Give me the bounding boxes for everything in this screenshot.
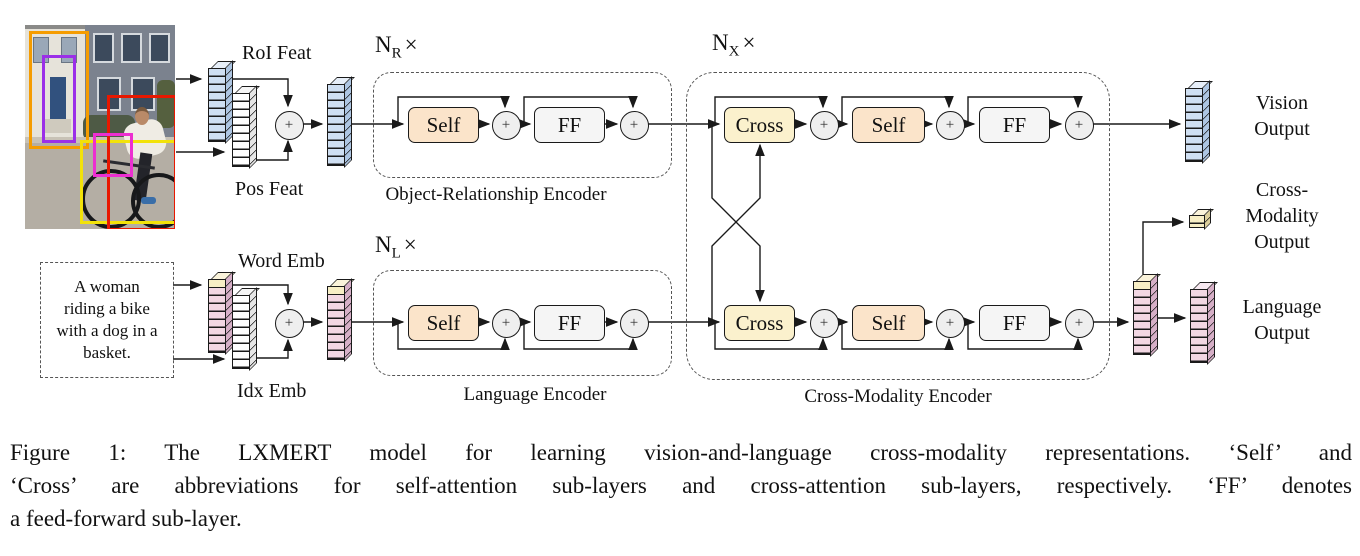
bbox-orange: [29, 31, 89, 149]
house-right-window: [149, 33, 170, 63]
word-embedding-vector: [208, 271, 236, 355]
bike-rear-wheel: [131, 173, 175, 229]
cme-bottom-ff-box: FF: [979, 305, 1050, 341]
op-label: FF: [557, 310, 582, 335]
roi-feat-label: RoI Feat: [242, 42, 312, 64]
ore-self-box: Self: [408, 107, 479, 143]
cross-modality-encoder-label: Cross-Modality Encoder: [804, 386, 992, 407]
ore-plus-1: +: [491, 110, 521, 140]
le-plus-1: +: [491, 308, 521, 338]
sentence-line: basket.: [83, 343, 131, 362]
op-label: Self: [871, 112, 906, 137]
op-label: FF: [1002, 112, 1027, 137]
ore-ff-box: FF: [534, 107, 605, 143]
vision-output-label: Vision Output: [1254, 92, 1310, 140]
op-label: Cross: [735, 112, 784, 137]
pos-feat-label: Pos Feat: [235, 178, 304, 200]
house-right-window: [93, 33, 114, 63]
house-left-door: [50, 77, 66, 119]
cme-bottom-plus-3: +: [1064, 308, 1094, 338]
cme-top-plus-3: +: [1064, 110, 1094, 140]
le-self-box: Self: [408, 305, 479, 341]
language-output-vector: [1190, 281, 1218, 365]
word-emb-label: Word Emb: [238, 250, 325, 272]
cme-top-self-box: Self: [852, 107, 925, 143]
house-right-window: [131, 77, 155, 111]
cross-modality-output-label: Cross- Modality Output: [1245, 179, 1319, 253]
cyclist-head: [135, 107, 149, 125]
tree: [157, 80, 175, 128]
vision-output-vector: [1185, 80, 1213, 164]
sentence-line: riding a bike: [64, 299, 150, 318]
object-relationship-encoder-box: [373, 72, 672, 178]
language-encoder-label: Language Encoder: [463, 384, 607, 405]
sentence-line: A woman: [74, 277, 140, 296]
figure-caption: Figure 1: The LXMERT model for learning …: [10, 436, 1352, 535]
le-plus-2: +: [619, 308, 649, 338]
language-merge-plus: +: [274, 308, 304, 338]
bbox-magenta: [93, 133, 133, 177]
input-photo: [25, 25, 175, 229]
idx-emb-label: Idx Emb: [237, 380, 307, 402]
input-sentence-box: A woman riding a bike with a dog in a ba…: [40, 262, 174, 378]
bbox-yellow: [80, 140, 175, 224]
cross-modality-feature-vector: [1133, 273, 1161, 357]
bbox-red: [107, 95, 175, 229]
cme-top-plus-2: +: [935, 110, 965, 140]
language-embedding-vector: [327, 278, 355, 362]
op-label: Self: [871, 310, 906, 335]
house-right-window: [121, 33, 142, 63]
cme-top-plus-1: +: [809, 110, 839, 140]
op-label: Self: [426, 310, 461, 335]
repeat-label-nx: NX×: [712, 30, 756, 60]
cross-modality-encoder-box: [686, 72, 1110, 380]
op-label: FF: [557, 112, 582, 137]
le-ff-box: FF: [534, 305, 605, 341]
language-encoder-box: [373, 270, 672, 376]
cme-top-cross-box: Cross: [724, 107, 795, 143]
vision-embedding-vector: [327, 76, 355, 168]
op-label: Self: [426, 112, 461, 137]
caption-line: ‘Cross’ are abbreviations for self-atten…: [10, 473, 1352, 498]
cme-bottom-plus-2: +: [935, 308, 965, 338]
cme-top-ff-box: FF: [979, 107, 1050, 143]
roi-feature-vector: [208, 60, 236, 144]
cme-bottom-cross-box: Cross: [724, 305, 795, 341]
language-output-label: Language Output: [1242, 296, 1322, 344]
pos-feature-vector: [232, 85, 260, 169]
sentence-line: with a dog in a: [56, 321, 158, 340]
idx-embedding-vector: [232, 287, 260, 371]
caption-line: a feed-forward sub-layer.: [10, 506, 242, 531]
bbox-purple: [42, 55, 76, 143]
house-left-steps: [45, 119, 71, 133]
cme-bottom-plus-1: +: [809, 308, 839, 338]
repeat-label-nl: NL×: [375, 232, 417, 262]
caption-line: Figure 1: The LXMERT model for learning …: [10, 440, 1352, 465]
ore-plus-2: +: [619, 110, 649, 140]
object-relationship-encoder-label: Object-Relationship Encoder: [385, 184, 607, 205]
repeat-label-nr: NR×: [375, 32, 418, 62]
op-label: FF: [1002, 310, 1027, 335]
cross-modality-output-cube: [1189, 208, 1214, 230]
op-label: Cross: [735, 310, 784, 335]
cme-bottom-self-box: Self: [852, 305, 925, 341]
vision-merge-plus: +: [274, 110, 304, 140]
